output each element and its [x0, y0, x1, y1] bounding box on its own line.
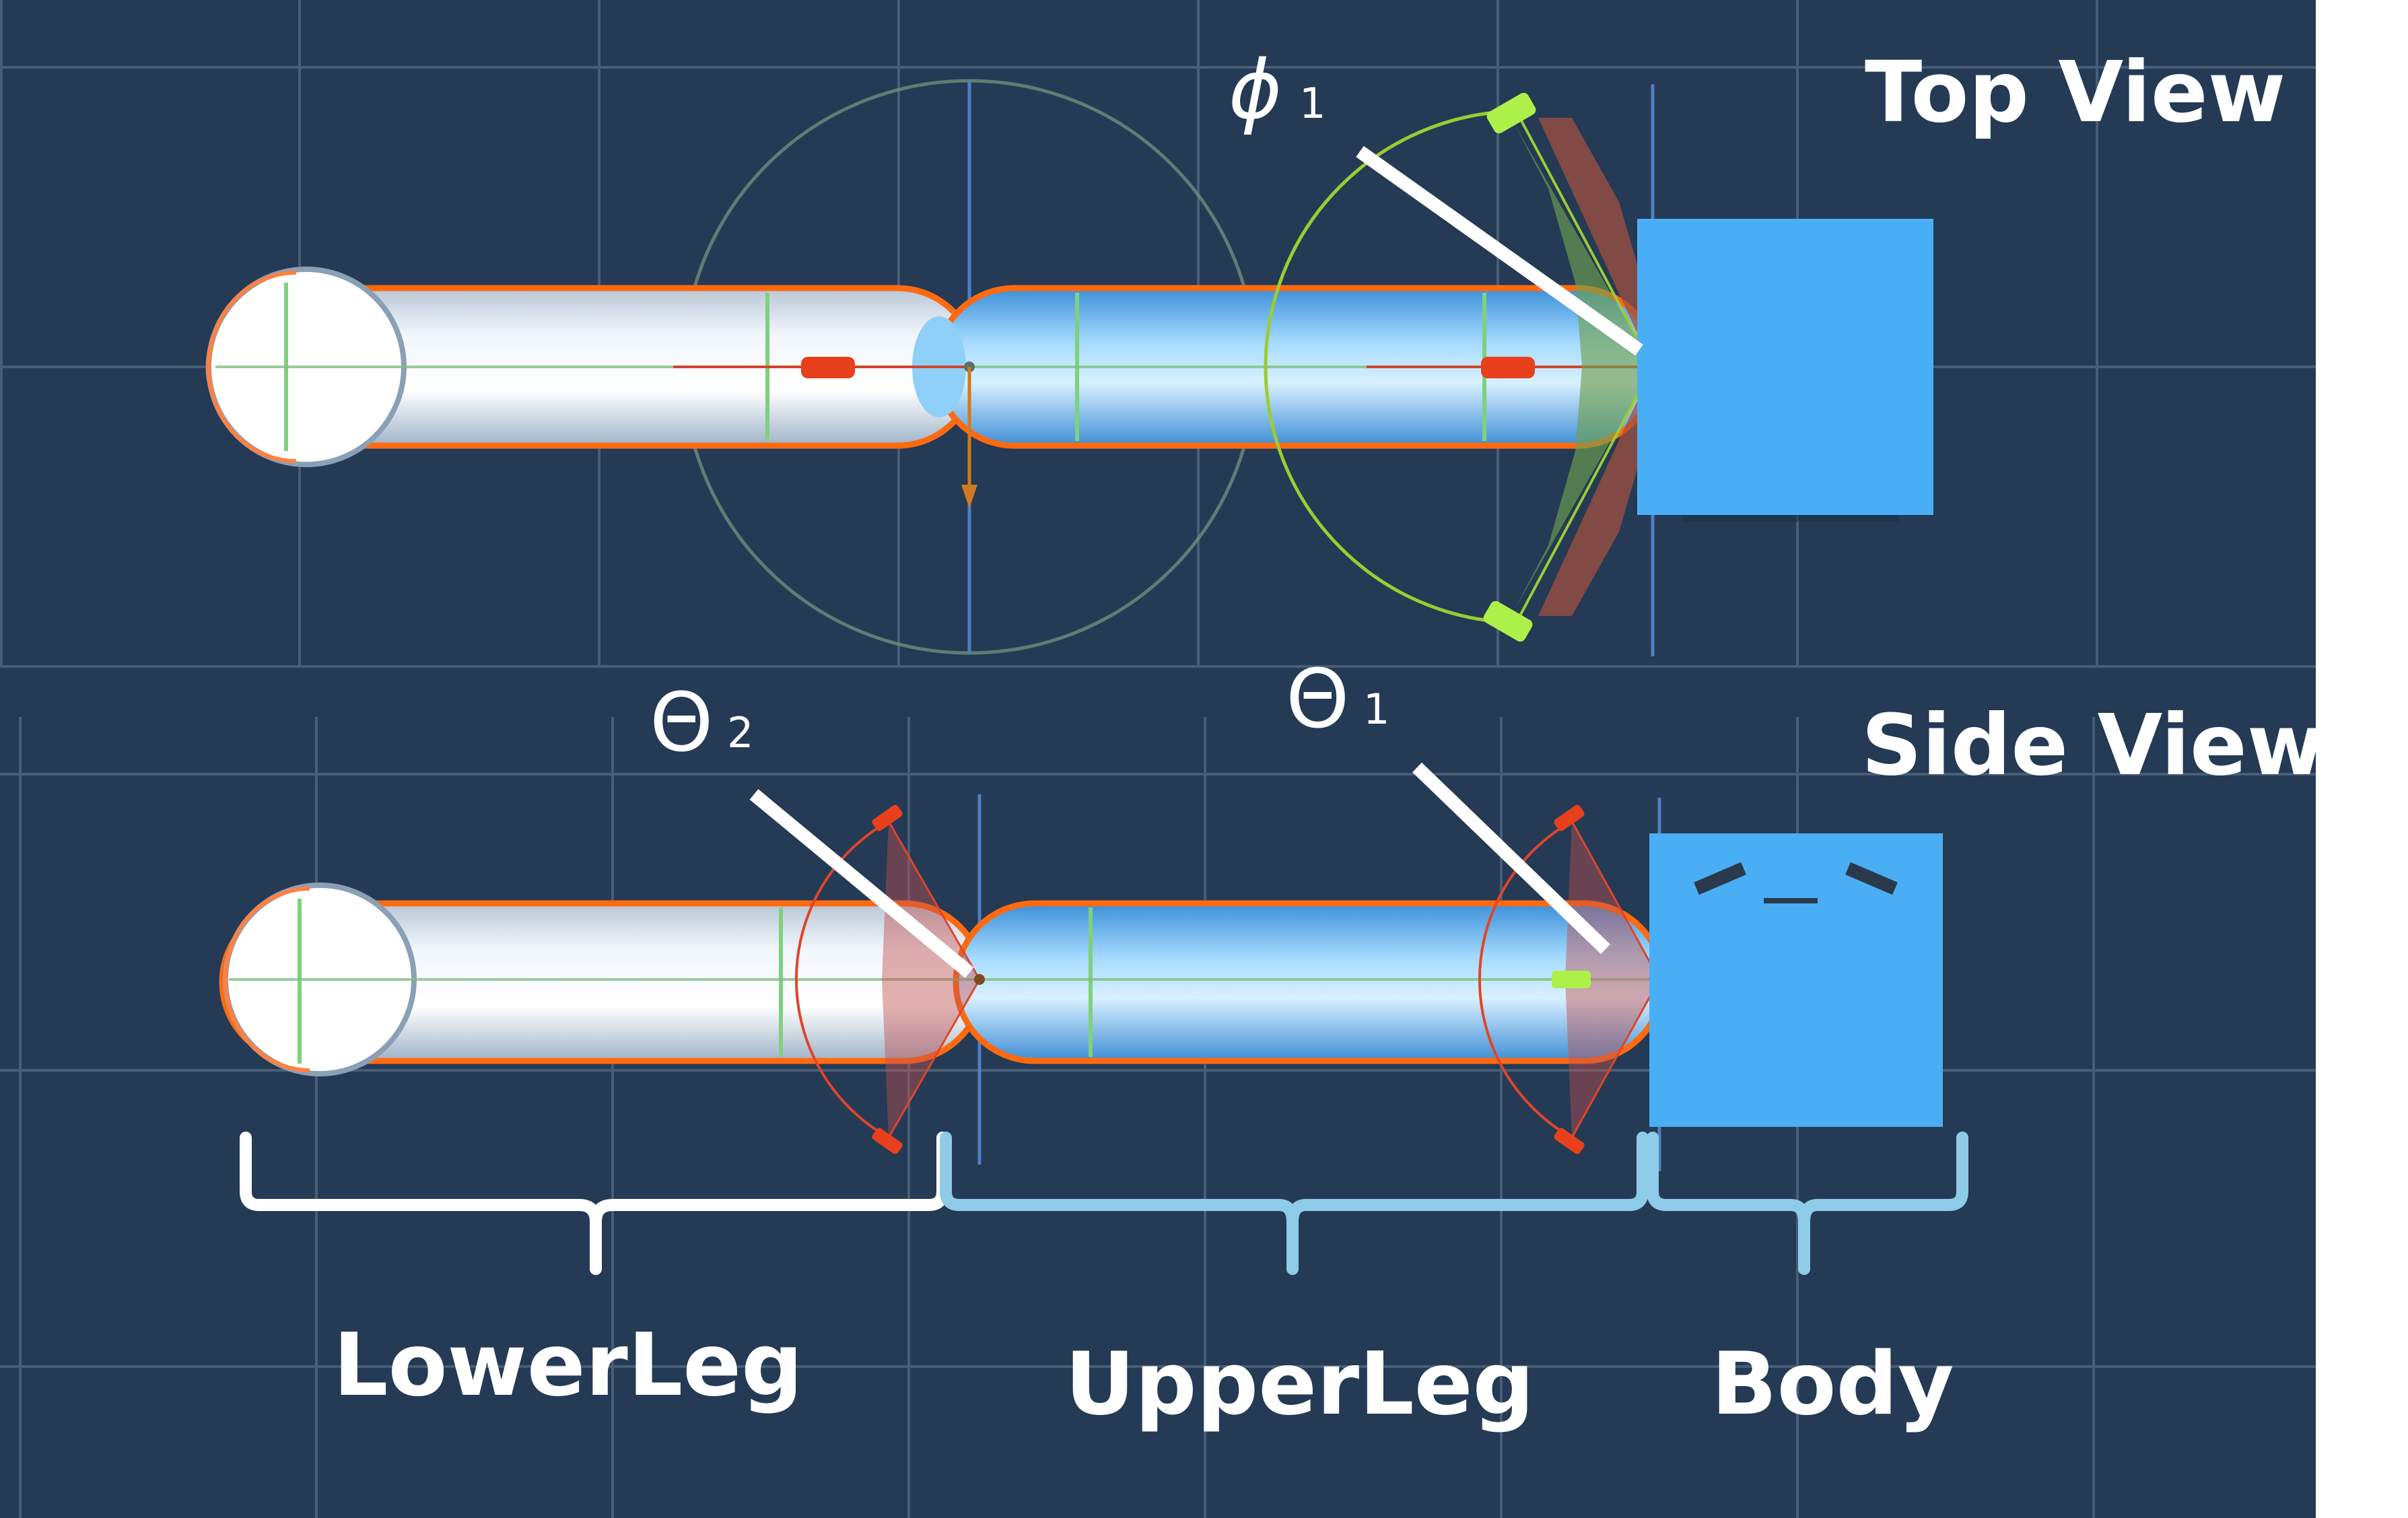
- body-cube-side: [1649, 833, 1943, 1127]
- knee-limit-line-top: [887, 821, 981, 980]
- hip-limit-marker-bottom-side: [1554, 1128, 1585, 1154]
- hip-limit-line-top-side: [1571, 821, 1661, 980]
- phi1-pointer-line: [1356, 145, 1643, 356]
- segment-braces: [240, 1132, 1968, 1275]
- side-view-label: Side View: [1861, 697, 2325, 794]
- body-cube-top: [1637, 219, 1933, 515]
- hip-limit-marker-top-side: [1554, 804, 1585, 831]
- hip-swing-arc: [1264, 109, 1522, 625]
- theta1-subscript: 1: [1363, 685, 1389, 734]
- foot-sphere-arc-side: [223, 887, 310, 1072]
- hip-limit-line-top: [1517, 114, 1654, 368]
- knee-limit-arc: [794, 820, 889, 1139]
- theta1-label: Θ: [1286, 653, 1349, 747]
- down-arrow-head: [961, 485, 977, 508]
- side-view: Θ 2 Θ 1 Side View: [219, 653, 2325, 1171]
- knee-limit-line-bottom: [887, 979, 981, 1138]
- lower-leg-marker-top: [801, 357, 855, 378]
- upper-leg-marker-top: [1481, 357, 1535, 378]
- hip-limit-fan: [1565, 821, 1659, 1138]
- theta2-subscript: 2: [727, 708, 753, 757]
- theta2-label: Θ: [650, 677, 713, 770]
- hip-swing-wedge-red-low: [1538, 367, 1653, 616]
- upper-leg-label: UpperLeg: [1065, 1334, 1534, 1435]
- knee-pivot-side: [974, 974, 985, 985]
- knee-limit-marker-top: [872, 804, 903, 831]
- hip-swing-wedge-green: [1515, 125, 1653, 609]
- knee-limit-fan: [882, 821, 979, 1138]
- theta2-pointer-line: [749, 789, 974, 978]
- top-view-label: Top View: [1865, 44, 2285, 141]
- body-face-right-eye: [1845, 862, 1898, 895]
- body-face-left-eye: [1694, 862, 1746, 895]
- grid-bottom: [0, 717, 2316, 1518]
- hip-limit-marker-top: [1486, 92, 1536, 134]
- top-view: ϕ 1 Top View: [205, 44, 2285, 656]
- phi1-label: ϕ: [1229, 44, 1282, 137]
- hip-swing-wedge-red: [1538, 118, 1653, 367]
- hip-joint-marker-side: [1552, 971, 1591, 988]
- right-margin: [2316, 0, 2408, 1518]
- hip-limit-line-bottom: [1517, 366, 1654, 620]
- phi1-subscript: 1: [1299, 79, 1326, 128]
- foot-sphere-arc: [207, 271, 297, 463]
- hip-limit-marker-bottom: [1483, 600, 1533, 642]
- body-brace: [1647, 1132, 1968, 1275]
- theta1-pointer-line: [1412, 762, 1610, 955]
- knee-limit-marker-bottom: [872, 1128, 903, 1154]
- body-cube-top-shadow: [1683, 515, 1898, 522]
- lower-leg-label: LowerLeg: [333, 1315, 803, 1416]
- hip-limit-arc: [1478, 820, 1573, 1139]
- body-label: Body: [1711, 1334, 1954, 1435]
- upper-leg-brace: [940, 1132, 1649, 1275]
- hip-limit-line-bottom-side: [1571, 979, 1661, 1138]
